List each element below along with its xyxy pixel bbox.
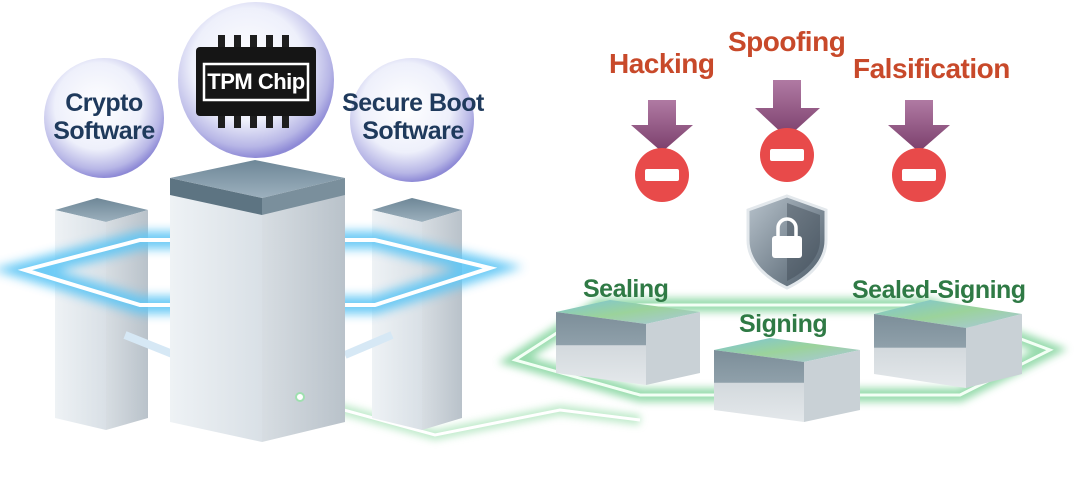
no-entry-icon [635,128,946,202]
down-arrow-icon [631,80,950,152]
connector-wire [298,393,641,441]
secure-boot-bubble [350,58,474,182]
crypto-label-line2: Software [53,117,155,145]
blue-ring [0,231,524,359]
secure-boot-software-label: Secure Boot Software [340,89,486,145]
sealed-signing-label: Sealed-Signing [852,276,1026,304]
secure-boot-label-line2: Software [362,117,464,145]
tpm-tower [170,160,345,442]
signing-box [714,338,860,422]
threat-hacking: Hacking [609,48,715,79]
secure-boot-pillar [372,198,462,430]
shield-lock-icon [746,194,828,290]
tpm-chip-label: TPM Chip [207,69,305,94]
sealing-label: Sealing [583,275,669,303]
crypto-software-label: Crypto Software [49,89,159,145]
signing-label: Signing [739,310,828,338]
sealed-signing-box [874,300,1022,388]
sealing-box [556,300,700,385]
threat-falsification: Falsification [853,53,1010,84]
crypto-label-line1: Crypto [65,89,143,117]
chip-icon [196,35,316,128]
crypto-bubble [44,58,164,178]
secure-boot-label-line1: Secure Boot [342,89,484,117]
threat-spoofing: Spoofing [728,26,846,57]
connector-node [295,392,305,402]
